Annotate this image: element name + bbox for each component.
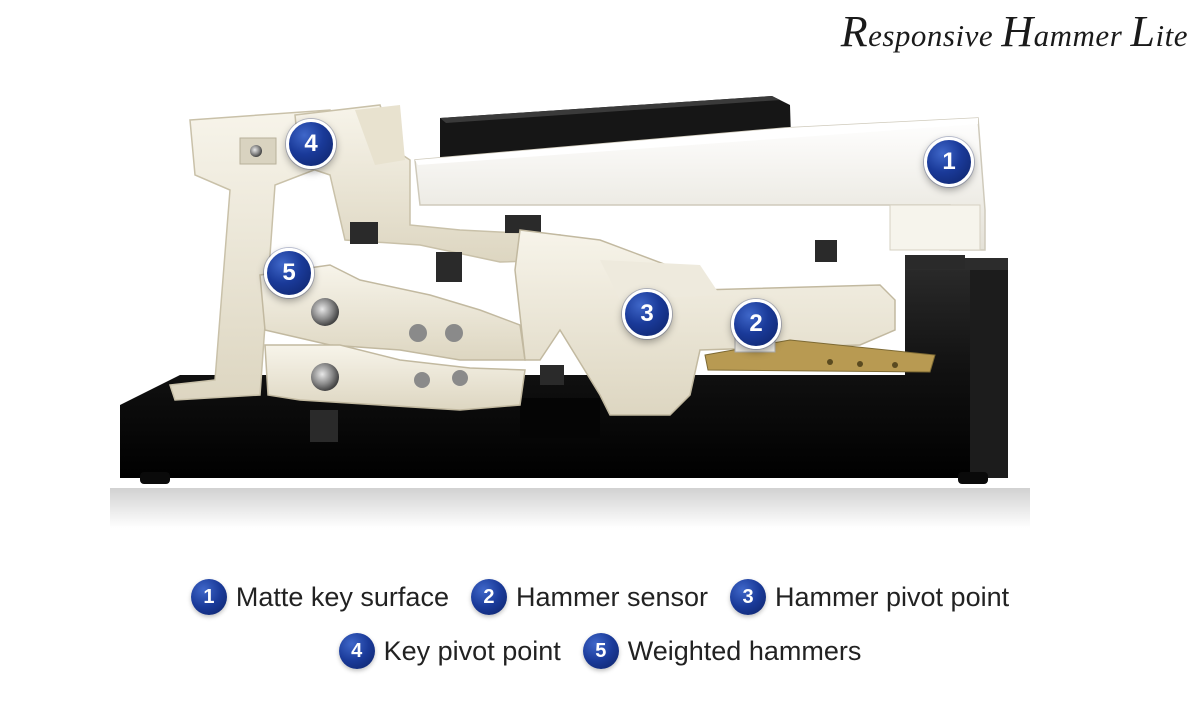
legend-item-3: 3 Hammer pivot point (730, 579, 1009, 615)
legend-label-1: Matte key surface (235, 581, 449, 612)
callout-badge-2: 2 (731, 299, 781, 349)
title-cap-r: R (840, 7, 869, 56)
mechanism-illustration: 1 2 3 4 5 (110, 96, 1030, 528)
legend-item-1: 1 Matte key surface (190, 579, 449, 615)
title-rest-l: ite (1155, 18, 1188, 53)
legend-item-5: 5 Weighted hammers (582, 633, 862, 669)
legend-number-3: 3 (730, 579, 767, 615)
legend-item-2: 2 Hammer sensor (470, 579, 709, 615)
title-cap-l: L (1130, 7, 1156, 56)
legend-label-3: Hammer pivot point (775, 581, 1010, 612)
callout-badge-1: 1 (924, 137, 974, 187)
hammer-pivot-frame (514, 229, 896, 416)
felt-pad-icon (905, 255, 965, 269)
title-rest-h: ammer (1033, 18, 1131, 53)
product-title: Responsive Hammer Lite (841, 6, 1188, 57)
title-rest-r: esponsive (868, 18, 1002, 53)
legend-label-2: Hammer sensor (515, 581, 709, 612)
legend-number-2: 2 (470, 579, 507, 615)
callout-badge-5: 5 (264, 248, 314, 298)
legend-number-5: 5 (582, 633, 619, 669)
callout-badge-3: 3 (622, 289, 672, 339)
floor-shadow (110, 488, 1030, 528)
legend: 1 Matte key surface 2 Hammer sensor 3 Ha… (0, 570, 1200, 678)
white-key (414, 117, 986, 251)
legend-item-4: 4 Key pivot point (338, 633, 561, 669)
callout-badge-4: 4 (286, 119, 336, 169)
legend-number-4: 4 (338, 633, 375, 669)
hammer-weight-icon (259, 264, 526, 442)
legend-number-1: 1 (190, 579, 227, 615)
legend-row-1: 1 Matte key surface 2 Hammer sensor 3 Ha… (0, 570, 1200, 624)
mechanism-svg (110, 96, 1030, 528)
legend-row-2: 4 Key pivot point 5 Weighted hammers (0, 624, 1200, 678)
legend-label-4: Key pivot point (383, 635, 561, 666)
title-cap-h: H (1001, 7, 1034, 56)
legend-label-5: Weighted hammers (627, 635, 862, 666)
